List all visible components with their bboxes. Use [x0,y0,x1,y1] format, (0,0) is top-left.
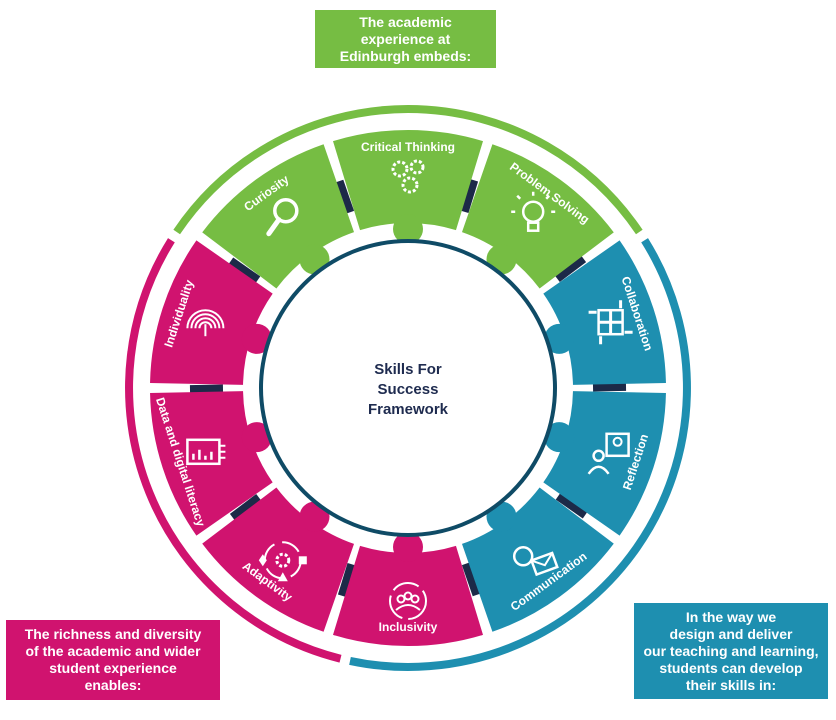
callout-right-line: In the way we [685,608,777,625]
center-line-1: Skills For [374,361,442,378]
segment-wedge [332,130,484,231]
segment-inclusivity: Inclusivity [332,545,484,646]
segment-connectors [241,214,575,562]
segment-communication: Communication [461,487,614,632]
center-title: Skills For Success Framework [368,361,449,418]
connector-dot [393,532,423,562]
callout-right-line: design and deliver [669,625,793,642]
inner-ring [259,239,557,537]
segment-wedge [461,144,614,289]
callout-left-line: enables: [84,677,142,693]
skill-segments: Critical Thinking Problem SolvingCollabor… [150,130,666,646]
segment-adaptivity: Adaptivity [202,487,355,632]
connector-dot [544,323,575,354]
outer-arc-magenta [125,238,342,663]
segment-wedge [332,545,484,646]
segment-critical-thinking: Critical Thinking [332,130,484,231]
callout-right-line: our teaching and learning, [643,642,819,659]
cycle-gear-icon [258,541,307,582]
fingerprint-icon [186,309,225,337]
callout-top-line: Edinburgh embeds: [339,47,472,64]
segment-wedge [202,487,355,632]
segment-label: Inclusivity [379,620,438,634]
callout-right-line: students can develop [659,659,803,676]
callout-right-line: their skills in: [685,676,777,693]
segment-label: Critical Thinking [361,140,455,154]
callout-left: The richness and diversity of the academ… [6,620,220,700]
connector-dot [241,323,272,354]
group-people-icon [389,582,427,620]
callout-left-line: student experience [49,660,177,676]
magnifier-icon [266,197,299,237]
segment-collaboration: Collaboration [543,240,666,392]
outer-arc-teal [349,238,691,671]
outer-ring-arcs [125,105,691,671]
connector-dot [241,422,272,453]
callout-top-line: The academic [359,13,452,30]
segment-wedge [461,487,614,632]
outer-arc-green [173,105,643,235]
segment-problem-solving: Problem Solving [461,144,614,289]
center-line-3: Framework [368,401,449,418]
callout-right: In the way we design and deliver our tea… [634,603,828,699]
gears-icon [391,159,425,194]
segment-wedge [543,240,666,385]
connector-dot [544,422,575,453]
segment-wedge [543,391,666,536]
chart-screen-icon [186,438,226,466]
center-line-2: Success [378,381,439,398]
connector-dot [393,214,423,244]
segment-reflection: Reflection [543,391,666,536]
person-frame-icon [587,432,630,475]
callout-top-line: experience at [360,30,451,47]
puzzle-hands-icon [588,300,633,345]
callout-left-line: of the academic and wider [25,643,201,659]
callout-left-line: The richness and diversity [24,626,202,642]
lightbulb-icon [511,191,556,232]
segment-wedge [150,240,273,385]
segment-divider [229,494,265,526]
callout-top: The academic experience at Edinburgh emb… [315,10,496,68]
chat-envelope-icon [512,546,559,577]
